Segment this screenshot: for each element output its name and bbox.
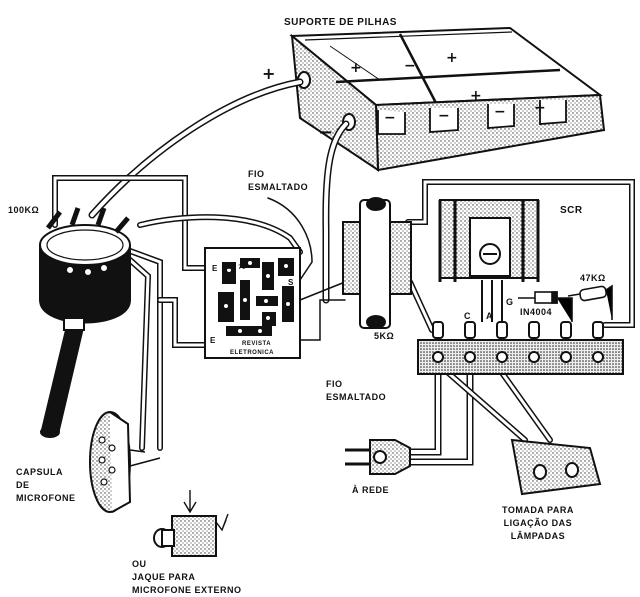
lamp-socket xyxy=(510,438,602,496)
pcb-e1-label: E xyxy=(212,264,218,273)
diode-label: IN4004 xyxy=(520,307,553,317)
cell-plus-2: + xyxy=(446,50,458,66)
diode-in4004 xyxy=(518,291,573,322)
battery-holder-label: SUPORTE DE PILHAS xyxy=(284,17,397,28)
battery-minus-label: − xyxy=(318,122,334,143)
cell-plus-3: + xyxy=(470,88,482,104)
scr-heatsink xyxy=(438,199,540,322)
battery-plus-label: + xyxy=(262,64,276,83)
cell-plus-4: + xyxy=(534,100,546,116)
potentiometer-100k xyxy=(39,207,131,438)
scr-pin-a-label: A xyxy=(486,311,493,321)
pcb-s2-label: S xyxy=(288,294,294,303)
mains-label: À REDE xyxy=(352,485,390,495)
pcb-revista-label: REVISTA xyxy=(242,341,272,347)
scr-pin-g-label: G xyxy=(506,297,514,307)
cell-minus-4: − xyxy=(494,104,506,120)
resistor-47k-label: 47KΩ xyxy=(580,273,606,283)
cell-minus-1: − xyxy=(404,58,416,74)
cell-minus-3: − xyxy=(438,108,450,124)
trimpot-5k-label: 5KΩ xyxy=(374,331,395,341)
microphone-capsule xyxy=(89,411,161,513)
pcb-s-label: S xyxy=(288,278,294,287)
circuit-board xyxy=(204,247,301,359)
pot-value-label: 100KΩ xyxy=(8,205,40,215)
mains-plug xyxy=(345,439,411,475)
pcb-code-label: ABS 79 xyxy=(222,265,247,271)
scr-label: SCR xyxy=(560,205,583,216)
scr-pin-c-label: C xyxy=(464,311,471,321)
cell-minus-2: − xyxy=(384,110,396,126)
cell-plus-1: + xyxy=(350,60,362,76)
pcb-e2-label: E xyxy=(210,336,216,345)
microphone-jack xyxy=(153,490,229,557)
wires xyxy=(52,78,635,466)
transformer xyxy=(342,197,412,329)
terminal-strip xyxy=(417,321,624,375)
resistor-47k xyxy=(567,284,613,320)
pcb-eletronica-label: ELETRONICA xyxy=(230,350,274,356)
